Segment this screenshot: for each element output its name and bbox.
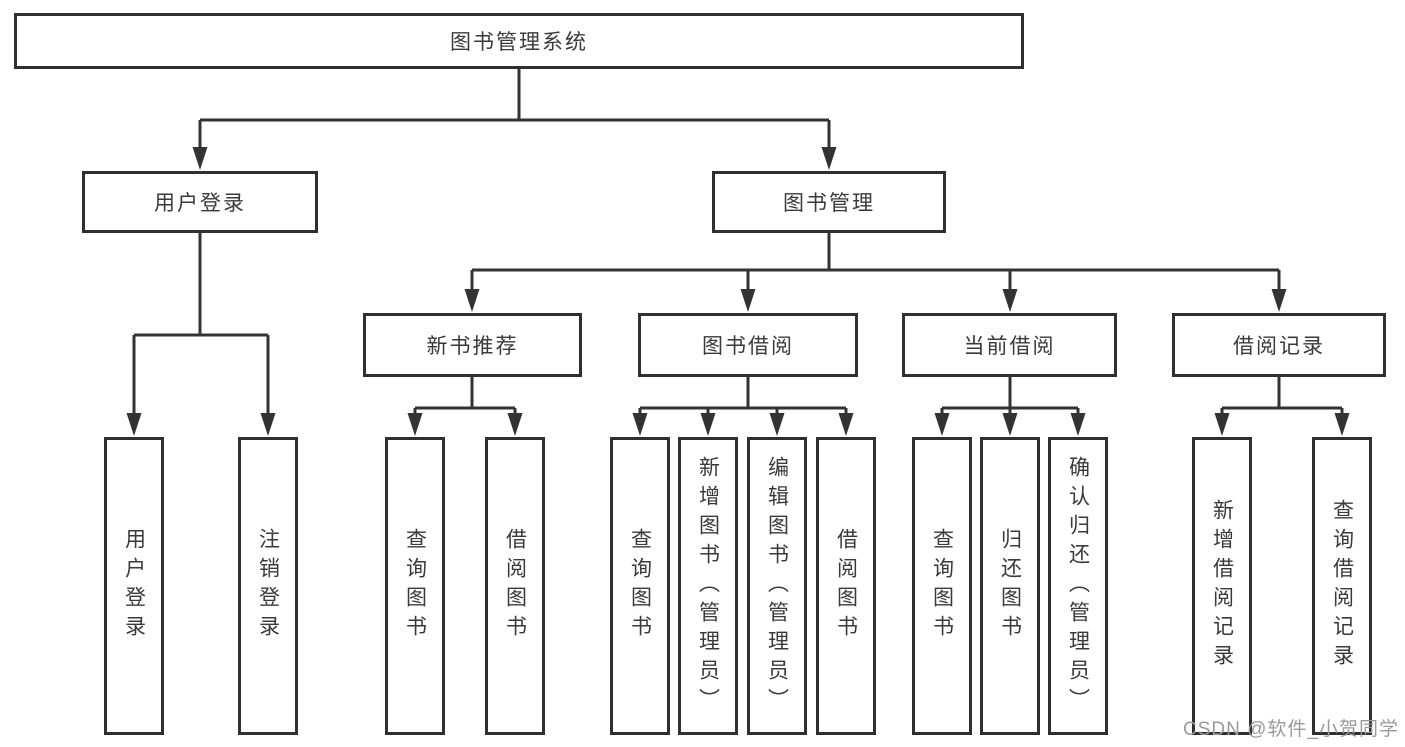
node-new-book-recommend: 新书推荐 [363,313,582,377]
node-user-login: 用户登录 [82,171,318,233]
arrow-down-icon [1214,413,1230,436]
arrow-down-icon [407,413,423,436]
node-current-borrowing: 当前借阅 [902,313,1117,377]
arrowheads-level2 [192,147,837,170]
node-root: 图书管理系统 [14,13,1024,69]
arrow-down-icon [1002,289,1018,312]
arrow-down-icon [740,289,756,312]
node-book-borrowing-label: 图书借阅 [702,335,794,358]
leaf-add-borrow-record-label: 新增借阅记录 [1210,499,1234,673]
leaf-user-login: 用户登录 [104,437,164,735]
arrow-down-icon [192,147,208,170]
node-root-label: 图书管理系统 [450,31,588,54]
arrowheads-leaves [126,413,1350,436]
leaf-borrow-books-borrowing-label: 借阅图书 [834,528,858,644]
connector-root-to-level2 [198,69,831,147]
leaf-search-books-recommend-label: 查询图书 [403,528,427,644]
arrow-down-icon [126,413,142,436]
leaf-search-books-current: 查询图书 [912,437,972,735]
leaf-return-books: 归还图书 [980,437,1040,735]
leaf-search-books-borrowing-label: 查询图书 [628,528,652,644]
node-user-login-label: 用户登录 [154,192,246,215]
leaf-edit-books-admin: 编辑图书（管理员） [747,437,807,735]
node-borrow-records: 借阅记录 [1172,313,1386,377]
leaf-search-books-recommend: 查询图书 [385,437,445,735]
arrow-down-icon [821,147,837,170]
arrow-down-icon [1334,413,1350,436]
arrow-down-icon [507,413,523,436]
node-current-borrowing-label: 当前借阅 [963,335,1056,358]
leaf-logout: 注销登录 [238,437,298,735]
connector-borrow-records-children [1220,377,1344,413]
arrow-down-icon [934,413,950,436]
leaf-return-books-label: 归还图书 [998,528,1022,644]
leaf-borrow-books-borrowing: 借阅图书 [816,437,876,735]
arrow-down-icon [1002,413,1018,436]
arrowheads-level3 [464,289,1287,312]
leaf-search-borrow-record-label: 查询借阅记录 [1330,499,1354,673]
leaf-search-books-borrowing: 查询图书 [610,437,670,735]
csdn-watermark: CSDN @软件_小贺同学 [1183,719,1399,740]
connector-book-borrow-children [638,377,848,413]
leaf-search-books-current-label: 查询图书 [930,528,954,644]
arrow-down-icon [260,413,276,436]
arrow-down-icon [838,413,854,436]
connector-new-book-rec-children [413,377,517,413]
leaf-edit-books-admin-label: 编辑图书（管理员） [765,455,789,717]
leaf-confirm-return-admin-label: 确认归还（管理员） [1066,455,1090,717]
arrow-down-icon [769,413,785,436]
node-book-management-label: 图书管理 [783,192,875,215]
leaf-user-login-label: 用户登录 [122,528,146,644]
leaf-add-books-admin-label: 新增图书（管理员） [696,455,720,717]
leaf-add-borrow-record: 新增借阅记录 [1192,437,1252,735]
leaf-search-borrow-record: 查询借阅记录 [1312,437,1372,735]
leaf-confirm-return-admin: 确认归还（管理员） [1048,437,1108,735]
leaf-logout-label: 注销登录 [256,528,280,644]
arrow-down-icon [700,413,716,436]
connector-book-mgmt-level3 [470,233,1281,289]
node-book-borrowing: 图书借阅 [638,313,858,377]
leaf-add-books-admin: 新增图书（管理员） [678,437,738,735]
arrow-down-icon [1070,413,1086,436]
arrow-down-icon [464,289,480,312]
arrow-down-icon [1271,289,1287,312]
leaf-borrow-books-recommend: 借阅图书 [485,437,545,735]
leaf-borrow-books-recommend-label: 借阅图书 [503,528,527,644]
node-book-management: 图书管理 [712,171,946,233]
arrow-down-icon [632,413,648,436]
node-borrow-records-label: 借阅记录 [1233,335,1325,358]
connector-current-borrow-children [940,377,1080,413]
node-new-book-recommend-label: 新书推荐 [426,335,519,358]
connector-user-login-children [132,233,270,413]
